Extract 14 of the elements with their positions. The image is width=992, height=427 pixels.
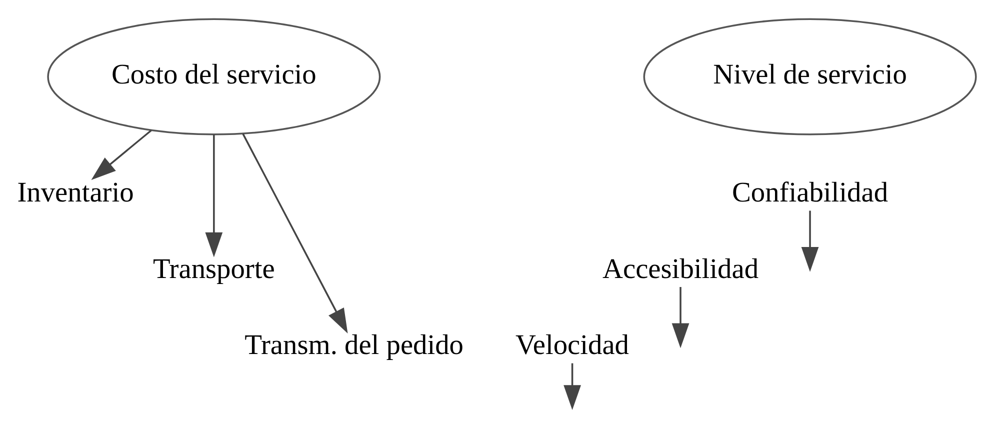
node-text: Inventario [17, 176, 134, 208]
node-text: Confiabilidad [732, 176, 888, 208]
arrow [672, 286, 690, 348]
arrow [242, 132, 348, 333]
arrow [564, 362, 581, 410]
node-text: Accesibilidad [602, 253, 759, 284]
node-text: Transporte [152, 253, 275, 284]
arrow [801, 210, 819, 272]
arrow [91, 129, 152, 180]
node-ellipse: Costo del servicio [47, 18, 381, 135]
node-text: Velocidad [516, 330, 630, 361]
node-text: Transm. del pedido [244, 330, 464, 361]
node-ellipse: Nivel de servicio [643, 18, 977, 135]
arrow [205, 134, 223, 257]
